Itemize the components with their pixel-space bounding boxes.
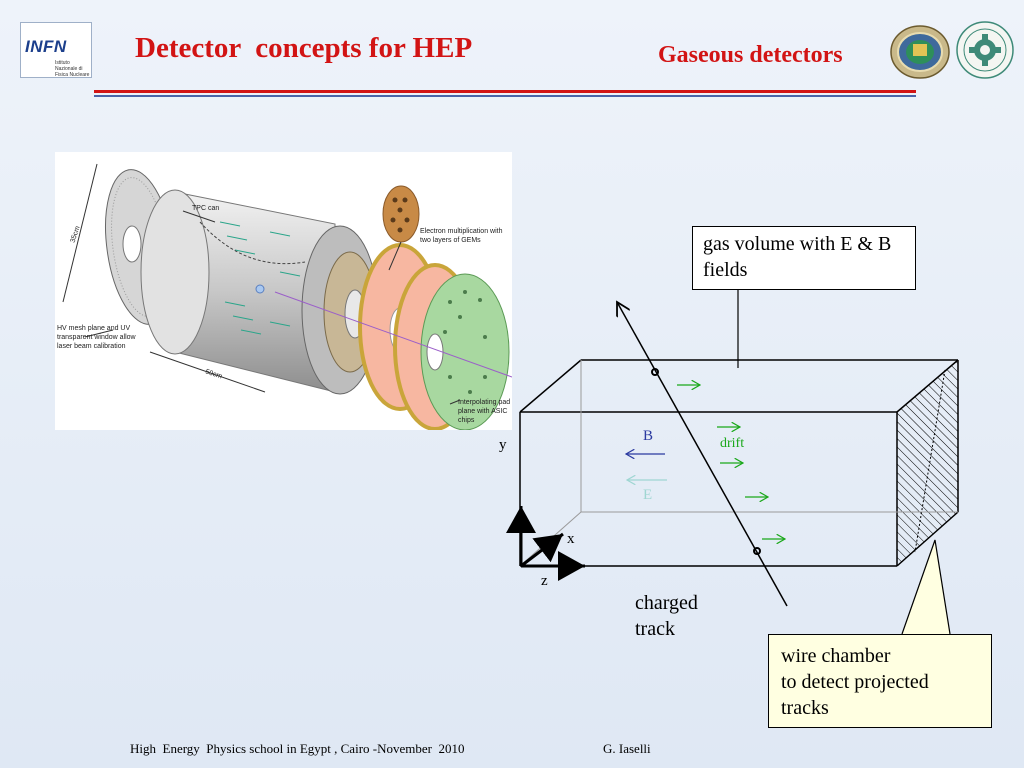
hv-mesh-label: HV mesh plane and UV transparent window … xyxy=(57,325,136,350)
tpc-illustration: TPC can Electron multiplication with two… xyxy=(55,152,512,430)
axis-z-label: z xyxy=(541,573,548,589)
electron-multiplication-label: Electron multiplication with two layers … xyxy=(420,228,503,244)
header-rule-blue xyxy=(94,95,916,97)
slide-title: Detector concepts for HEP xyxy=(135,32,473,64)
gas-volume-callout: gas volume with E & B fields xyxy=(692,226,916,290)
header-rule-red xyxy=(94,90,916,93)
footer-author: G. Iaselli xyxy=(603,741,651,756)
axis-y-label: y xyxy=(499,437,507,453)
tpc-can-label: TPC can xyxy=(192,205,220,212)
axis-x-label: x xyxy=(567,531,575,547)
wire-chamber-line-2: to detect projected xyxy=(781,671,929,693)
wire-chamber-callout: wire chamber to detect projected tracks xyxy=(768,634,992,728)
charged-track-label: charged track xyxy=(635,592,698,640)
wire-chamber-line-3: tracks xyxy=(781,697,829,719)
electric-field-label: E xyxy=(643,487,653,503)
drift-label: drift xyxy=(720,436,745,451)
slide-subtitle: Gaseous detectors xyxy=(658,42,843,68)
magnetic-field-label: B xyxy=(643,428,654,444)
university-seal-logo xyxy=(890,25,950,79)
infn-logo-text: INFN xyxy=(25,37,67,56)
footer-event: High Energy Physics school in Egypt , Ca… xyxy=(130,741,465,756)
infn-logo-subtext: Istituto Nazionale di Fisica Nucleare xyxy=(55,60,90,78)
gear-seal-logo xyxy=(956,21,1014,79)
pad-plane-label: Interpolating pad plane with ASIC chips xyxy=(458,399,511,424)
wire-chamber-line-1: wire chamber xyxy=(781,645,891,667)
infn-logo: INFN Istituto Nazionale di Fisica Nuclea… xyxy=(20,22,92,78)
